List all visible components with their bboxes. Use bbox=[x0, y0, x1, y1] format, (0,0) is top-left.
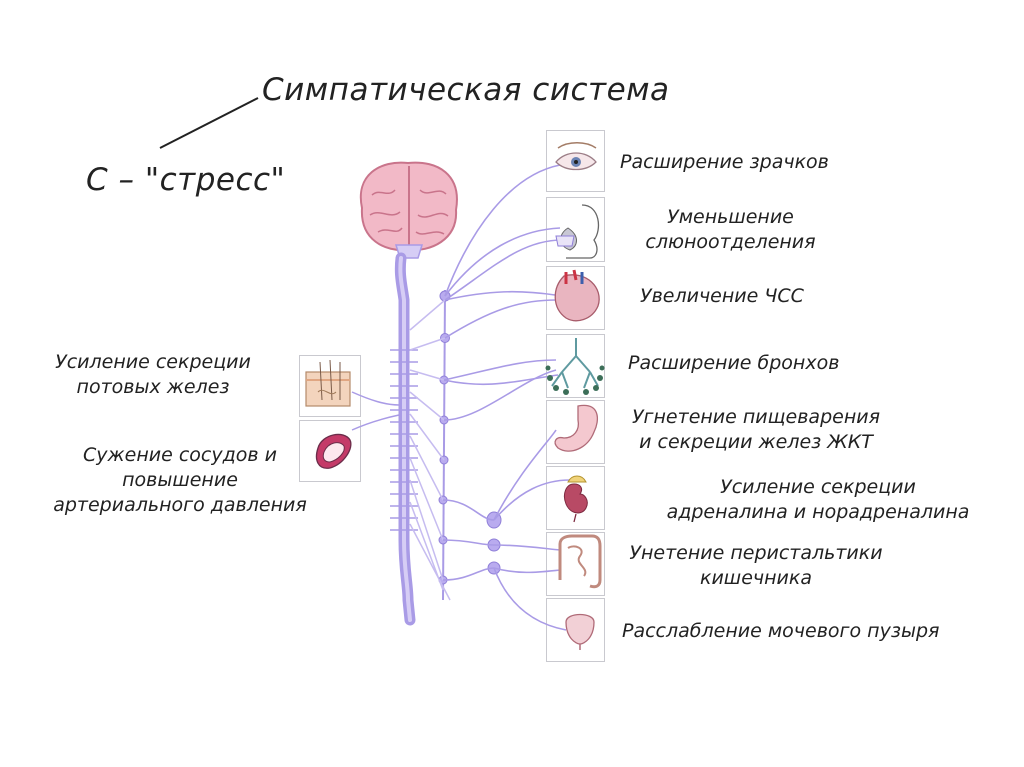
left-effector-nerves bbox=[351, 391, 400, 431]
spinal-nerve-ticks bbox=[390, 349, 418, 531]
label-peristalsis-inhibition: Унетение перистальтики кишечника bbox=[629, 542, 883, 589]
label-vasoconstriction: Сужение сосудов и повышение артериальног… bbox=[53, 444, 307, 516]
heart-icon bbox=[554, 269, 600, 322]
salivary-box bbox=[546, 197, 605, 262]
brain-icon bbox=[359, 161, 458, 259]
bronchi-icon bbox=[545, 338, 605, 395]
label-heart-rate-increase: Увеличение ЧСС bbox=[640, 285, 804, 307]
stomach-icon bbox=[554, 404, 599, 452]
label-digestion-inhibition: Угнетение пищеварения и секреции желез Ж… bbox=[631, 406, 881, 453]
label-salivation-decrease: Уменьшение слюноотделения bbox=[645, 206, 816, 253]
label-pupil-dilation: Расширение зрачков bbox=[620, 151, 829, 173]
diagram-title: Симпатическая система bbox=[262, 72, 670, 108]
chain-connections bbox=[409, 299, 451, 601]
diagram-subtitle: С – "стресс" bbox=[86, 162, 286, 198]
salivary-gland-icon bbox=[555, 204, 600, 259]
bladder-icon bbox=[565, 613, 595, 650]
eye-icon bbox=[555, 142, 597, 171]
label-bladder-relaxation: Расслабление мочевого пузыря bbox=[622, 620, 940, 642]
sweat-gland-icon bbox=[305, 359, 351, 407]
label-adrenaline-secretion: Усиление секреции адреналина и норадрена… bbox=[666, 476, 970, 523]
blood-vessel-icon bbox=[315, 433, 352, 469]
prevertebral-ganglia bbox=[486, 511, 502, 575]
effector-nerves bbox=[442, 164, 571, 631]
label-bronchi-dilation: Расширение бронхов bbox=[628, 352, 840, 374]
intestine-icon bbox=[558, 534, 602, 589]
adrenal-gland-icon bbox=[563, 475, 588, 523]
label-sweat-secretion: Усиление секреции потовых желез bbox=[55, 351, 251, 398]
title-pointer-line bbox=[159, 97, 259, 149]
